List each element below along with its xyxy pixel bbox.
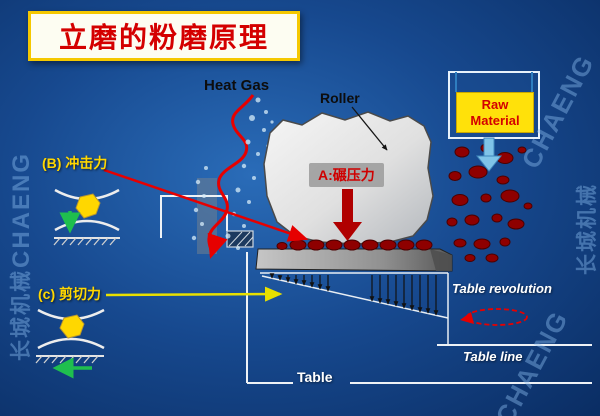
shear-force-label: (c) 剪切力 (38, 286, 101, 302)
grinding-bed-particles (276, 239, 433, 251)
raw-material-label: Raw Material (456, 92, 534, 134)
page-title: 立磨的粉磨原理 (58, 22, 269, 53)
impact-force-diagram (53, 188, 120, 246)
impact-force-label: (B) 冲击力 (42, 155, 108, 171)
impact-force-arrow (103, 168, 309, 242)
table-revolution-label: Table revolution (452, 281, 552, 296)
heat-gas-label: Heat Gas (204, 77, 270, 94)
shear-force-arrow (105, 286, 283, 302)
table-revolution-arrow (460, 308, 528, 326)
grinding-table (255, 248, 453, 272)
roller-label: Roller (320, 90, 360, 106)
gas-bubbles (191, 97, 276, 250)
ground-hatch (35, 355, 99, 364)
load-arrows (269, 273, 439, 316)
heat-gas-flow (191, 94, 276, 259)
raw-material-flow-arrow (475, 137, 503, 172)
shear-force-diagram (35, 308, 105, 379)
table-label: Table (297, 369, 333, 385)
table-lines (246, 252, 592, 384)
ground-hatch (53, 237, 117, 246)
table-support-structure (260, 272, 449, 345)
grinding-pressure-arrow (333, 189, 362, 241)
table-line-label: Table line (463, 349, 523, 364)
title-box: 立磨的粉磨原理 (28, 11, 300, 61)
roller-pointer-line (351, 106, 388, 151)
grinding-pressure-label: A:碾压力 (309, 163, 384, 187)
falling-material-particles (446, 143, 533, 263)
